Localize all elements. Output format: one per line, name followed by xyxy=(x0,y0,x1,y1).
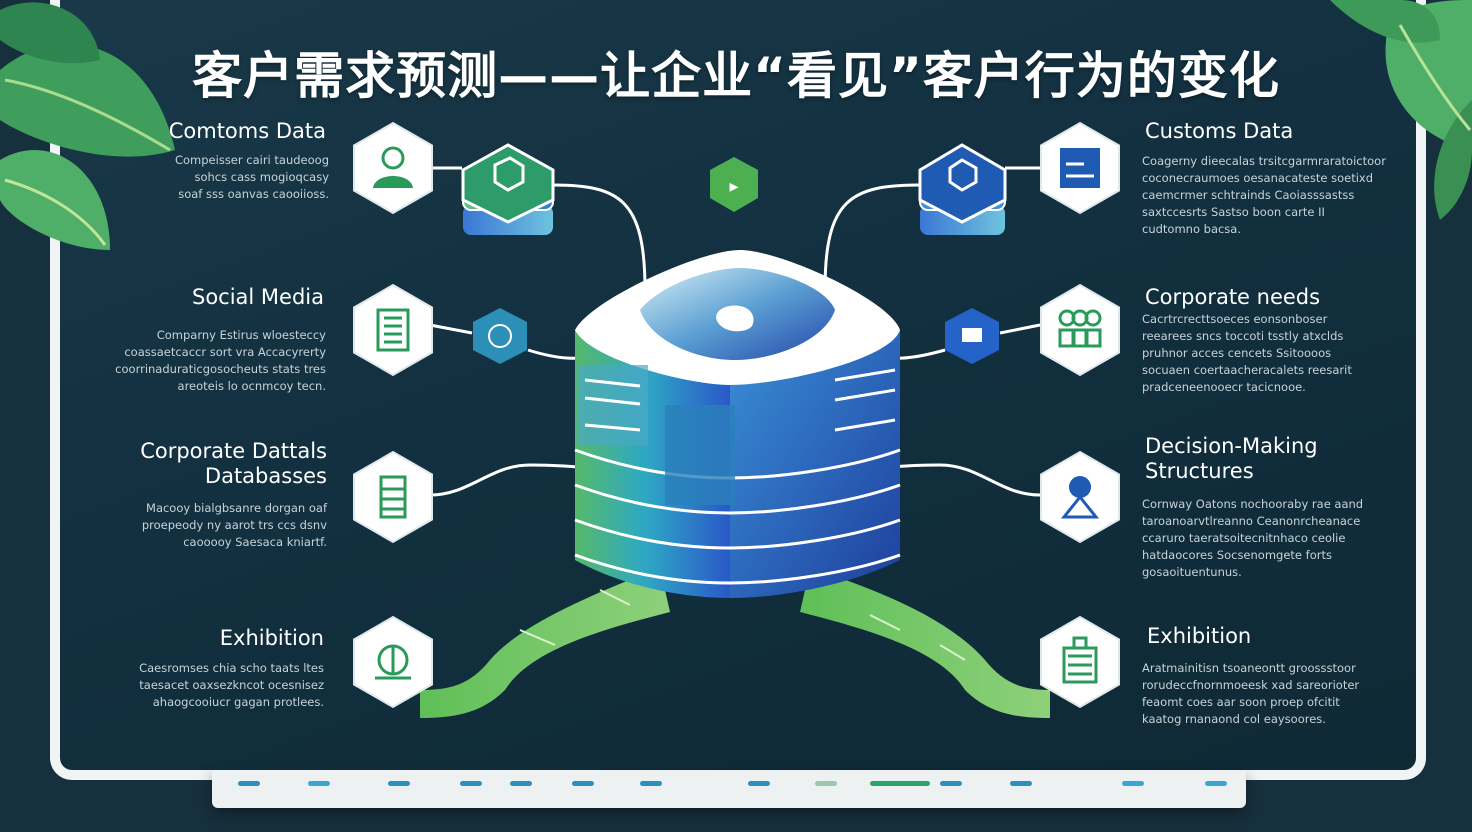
status-dash xyxy=(510,781,532,786)
status-dash xyxy=(870,781,930,786)
user-icon xyxy=(353,121,433,215)
status-dash xyxy=(940,781,962,786)
database-stack-right xyxy=(918,143,1007,235)
central-database-cube xyxy=(574,250,901,598)
status-dash xyxy=(460,781,482,786)
ribbon-right xyxy=(800,568,1050,718)
small-hub-blue xyxy=(945,308,999,364)
leaf-decoration-left xyxy=(0,2,175,250)
status-dash xyxy=(238,781,260,786)
hexagon-icons xyxy=(353,121,1120,709)
building-icon xyxy=(1040,615,1120,709)
status-dash xyxy=(748,781,770,786)
heading-right-4: Exhibition xyxy=(1147,624,1252,648)
status-dash xyxy=(388,781,410,786)
heading-left-1: Comtoms Data xyxy=(168,119,326,143)
decision-person-icon xyxy=(1040,450,1120,544)
chart-dashboard-icon xyxy=(1040,121,1120,215)
small-hub-teal xyxy=(473,308,527,364)
document-list-icon xyxy=(353,283,433,377)
page-title: 客户需求预测——让企业“看见”客户行为的变化 xyxy=(192,47,1280,105)
status-dash xyxy=(1010,781,1032,786)
status-dash xyxy=(640,781,662,786)
display-stand xyxy=(212,770,1246,808)
ribbon-left xyxy=(420,568,670,718)
heading-left-4: Exhibition xyxy=(219,626,324,650)
small-hub-green: ▸ xyxy=(710,157,758,212)
heading-right-2: Corporate needs xyxy=(1145,285,1321,309)
status-dash xyxy=(1205,781,1227,786)
leaf-decoration-right xyxy=(1330,0,1472,220)
database-stack-left xyxy=(461,143,555,235)
status-dash xyxy=(308,781,330,786)
stacked-docs-icon xyxy=(353,450,433,544)
status-dash xyxy=(815,781,837,786)
team-group-icon xyxy=(1040,283,1120,377)
heading-right-1: Customs Data xyxy=(1145,119,1294,143)
svg-text:▸: ▸ xyxy=(729,176,738,197)
status-dash xyxy=(572,781,594,786)
heading-left-2: Social Media xyxy=(191,285,324,309)
globe-icon xyxy=(353,615,433,709)
desc-right-1: Coagerny dieecalas trsitcgarmraratoictoo… xyxy=(1142,154,1386,236)
status-dash xyxy=(1122,781,1144,786)
